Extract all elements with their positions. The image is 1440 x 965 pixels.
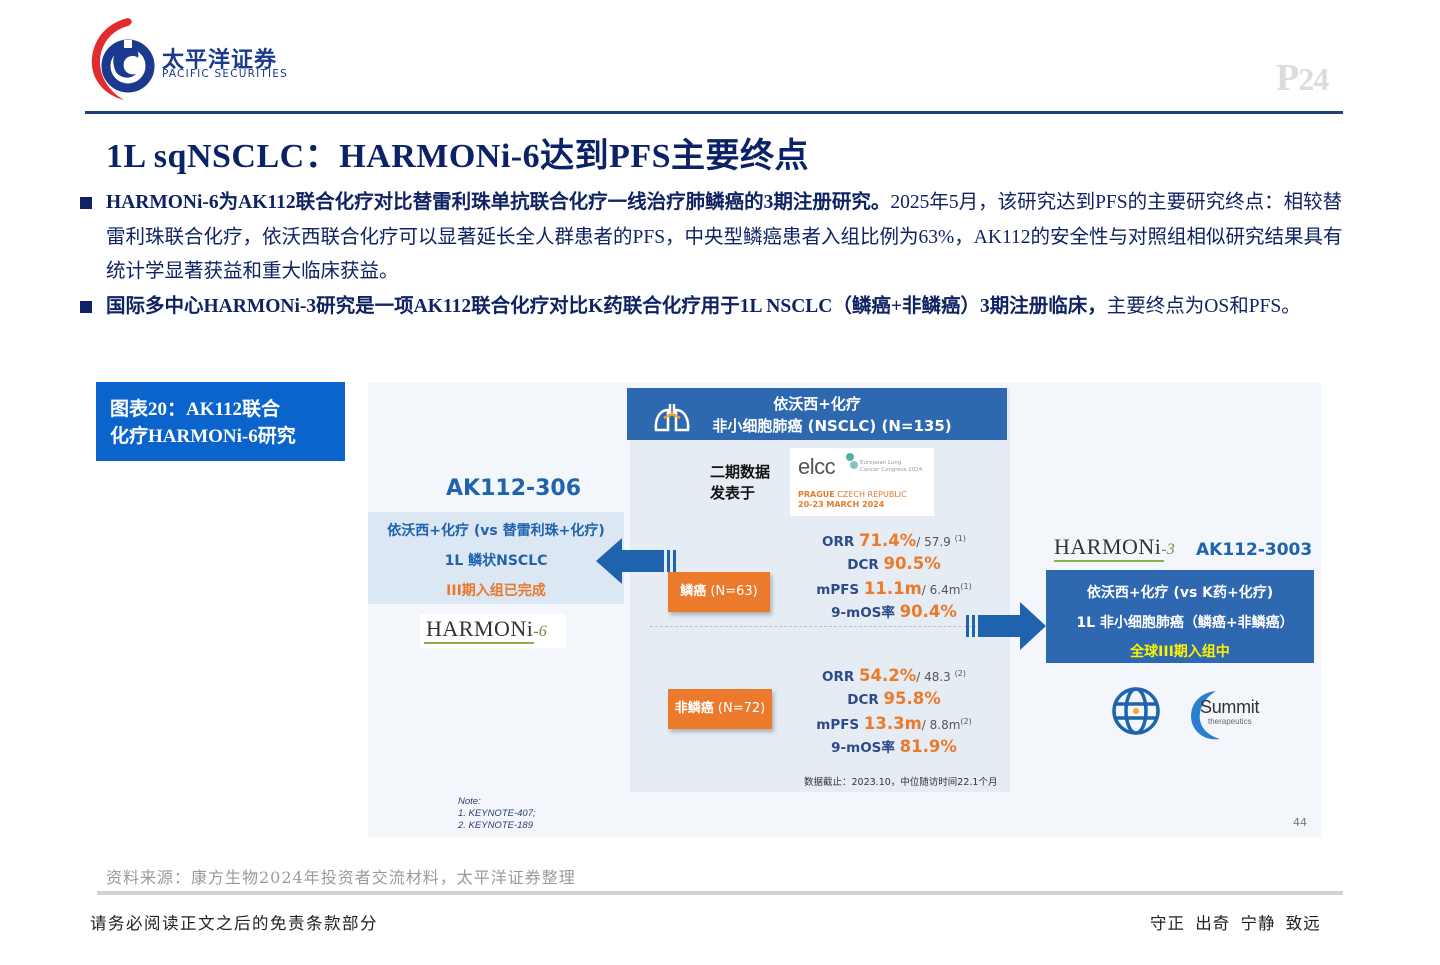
squamous-orr: ORR 71.4%/ 57.9 (1) — [822, 531, 966, 550]
footer-divider — [97, 891, 1343, 895]
header-divider — [85, 111, 1343, 114]
left-trial-regimen: 依沃西+化疗 (vs 替雷利珠+化疗) — [387, 523, 605, 539]
squamous-tag: 鳞癌 (N=63) — [668, 572, 770, 612]
source-note: 资料来源：康方生物2024年投资者交流材料，太平洋证券整理 — [106, 868, 576, 887]
harmoni6-sub: -6 — [533, 623, 547, 640]
harmoni3-logo: HARMONi-3 — [1050, 532, 1190, 566]
elcc-place: PRAGUE CZECH REPUBLIC 20-23 MARCH 2024 — [798, 490, 907, 510]
logo-english-name: PACIFIC SECURITIES — [162, 68, 289, 80]
bullet-normal-text: 主要终点为OS和PFS。 — [1106, 295, 1301, 317]
elcc-country: CZECH REPUBLIC — [834, 490, 907, 499]
squamous-mos: 9-mOS率 90.4% — [831, 602, 957, 621]
non-squamous-mpfs: mPFS 13.3m/ 8.8m(2) — [816, 714, 972, 733]
bullet-square-icon — [80, 197, 92, 209]
left-trial-status: III期入组已完成 — [446, 583, 546, 599]
right-trial-title: AK112-3003 — [1196, 540, 1313, 560]
non-squamous-dcr: DCR 95.8% — [847, 689, 941, 708]
squamous-stats: ORR 71.4%/ 57.9 (1) DCR 90.5% mPFS 11.1m… — [814, 528, 974, 624]
elcc-dates: 20-23 MARCH 2024 — [798, 500, 885, 509]
summit-swoosh-icon — [1191, 691, 1220, 740]
slide-number: 44 — [1293, 816, 1307, 829]
harmoni6-logo: HARMONi-6 — [420, 614, 566, 648]
non-squamous-tag-n: (N=72) — [713, 701, 766, 716]
note-item-1: 1. KEYNOTE-407; — [458, 808, 536, 819]
bullet-item: HARMONi-6为AK112联合化疗对比替雷利珠单抗联合化疗一线治疗肺鳞癌的3… — [80, 186, 1345, 290]
company-motto: 守正 出奇 宁静 致远 — [1150, 914, 1321, 933]
squamous-tag-label: 鳞癌 — [680, 584, 707, 599]
data-cutoff-note: 数据截止：2023.10，中位随访时间22.1个月 — [804, 777, 998, 788]
non-squamous-tag-label: 非鳞癌 — [674, 701, 714, 716]
center-header-line1: 依沃西+化疗 — [773, 395, 861, 413]
squamous-tag-n: (N=63) — [706, 584, 758, 599]
harmoni6-underline — [424, 642, 534, 644]
bullet-bold-text: HARMONi-6为AK112联合化疗对比替雷利珠单抗联合化疗一线治疗肺鳞癌的3… — [106, 192, 891, 213]
elcc-word: elcc — [798, 454, 836, 479]
slide-note: Note: 1. KEYNOTE-407; 2. KEYNOTE-189 — [458, 796, 536, 832]
summit-subtitle: therapeutics — [1208, 717, 1252, 726]
subgroup-divider — [650, 626, 1006, 627]
squamous-dcr: DCR 90.5% — [847, 554, 941, 573]
summit-therapeutics-logo: Summit therapeutics — [1186, 687, 1276, 743]
phase2-line2: 发表于 — [710, 484, 756, 502]
phase2-published-label: 二期数据 发表于 — [710, 462, 770, 504]
summit-name: Summit — [1200, 697, 1260, 717]
bullet-list: HARMONi-6为AK112联合化疗对比替雷利珠单抗联合化疗一线治疗肺鳞癌的3… — [80, 186, 1345, 324]
globe-icon — [1112, 687, 1160, 735]
right-trial-indication: 1L 非小细胞肺癌（鳞癌+非鳞癌） — [1076, 615, 1294, 631]
slide-figure: 依沃西+化疗 非小细胞肺癌 (NSCLC) (N=135) 二期数据 发表于 e… — [368, 382, 1321, 837]
left-trial-box: 依沃西+化疗 (vs 替雷利珠+化疗) 1L 鳞状NSCLC III期入组已完成 — [368, 512, 624, 604]
non-squamous-stats: ORR 54.2%/ 48.3 (2) DCR 95.8% mPFS 13.3m… — [814, 663, 974, 759]
elcc-sub2: Cancer Congress 2024 — [860, 467, 923, 473]
non-squamous-tag: 非鳞癌 (N=72) — [668, 689, 772, 729]
page-number-value: 24 — [1298, 61, 1329, 97]
elcc-sub1: European Lung — [860, 460, 902, 466]
harmoni3-underline — [1054, 560, 1164, 562]
left-trial-indication: 1L 鳞状NSCLC — [444, 553, 548, 569]
note-item-2: 2. KEYNOTE-189 — [458, 820, 533, 831]
right-trial-box: 依沃西+化疗 (vs K药+化疗) 1L 非小细胞肺癌（鳞癌+非鳞癌） 全球II… — [1046, 570, 1314, 663]
elcc-city: PRAGUE — [798, 490, 835, 499]
lungs-icon — [654, 404, 690, 432]
bullet-bold-text: 国际多中心HARMONi-3研究是一项AK112联合化疗对比K药联合化疗用于1L… — [106, 295, 1107, 317]
right-trial-regimen: 依沃西+化疗 (vs K药+化疗) — [1086, 585, 1274, 601]
disclaimer-link: 请务必阅读正文之后的免责条款部分 — [90, 914, 378, 933]
arrow-right-icon — [966, 602, 1046, 650]
phase2-line1: 二期数据 — [710, 463, 771, 481]
center-header-line2: 非小细胞肺癌 (NSCLC) (N=135) — [712, 417, 952, 435]
bullet-item: 国际多中心HARMONi-3研究是一项AK112联合化疗对比K药联合化疗用于1L… — [80, 290, 1345, 325]
non-squamous-mos: 9-mOS率 81.9% — [831, 737, 957, 756]
pacific-securities-logo-icon — [91, 18, 155, 100]
harmoni3-sub: -3 — [1161, 541, 1175, 558]
elcc-subtitle: European Lung Cancer Congress 2024 — [860, 460, 922, 474]
company-logo: 太平洋证券 PACIFIC SECURITIES — [88, 16, 298, 102]
bullet-square-icon — [80, 300, 92, 313]
squamous-mpfs: mPFS 11.1m/ 6.4m(1) — [816, 579, 972, 598]
page-number: P24 — [1276, 56, 1329, 100]
note-title: Note: — [458, 796, 481, 807]
page-title: 1L sqNSCLC：HARMONi-6达到PFS主要终点 — [106, 138, 810, 175]
figure-label-line2: 化疗HARMONi-6研究 — [110, 426, 296, 447]
non-squamous-orr: ORR 54.2%/ 48.3 (2) — [822, 666, 966, 685]
logo-chinese-name: 太平洋证券 — [162, 48, 278, 73]
figure-label: 图表20：AK112联合 化疗HARMONi-6研究 — [96, 382, 345, 461]
elcc-logo: elcc European Lung Cancer Congress 2024 … — [790, 448, 934, 516]
figure-label-line1: 图表20：AK112联合 — [110, 399, 280, 420]
page-number-prefix: P — [1276, 57, 1299, 99]
center-header: 依沃西+化疗 非小细胞肺癌 (NSCLC) (N=135) — [627, 388, 1007, 440]
harmoni6-main: HARMONi — [426, 616, 534, 641]
elcc-dots-icon — [846, 453, 858, 469]
bullet-normal-text: 2025年5月，该研究达到PFS的主要研究终点：相较替雷利珠联合化疗，依沃西联合… — [106, 192, 1343, 282]
arrow-left-icon — [596, 538, 676, 584]
harmoni3-main: HARMONi — [1054, 534, 1162, 559]
left-trial-title: AK112-306 — [446, 476, 582, 501]
right-trial-status: 全球III期入组中 — [1130, 644, 1230, 660]
